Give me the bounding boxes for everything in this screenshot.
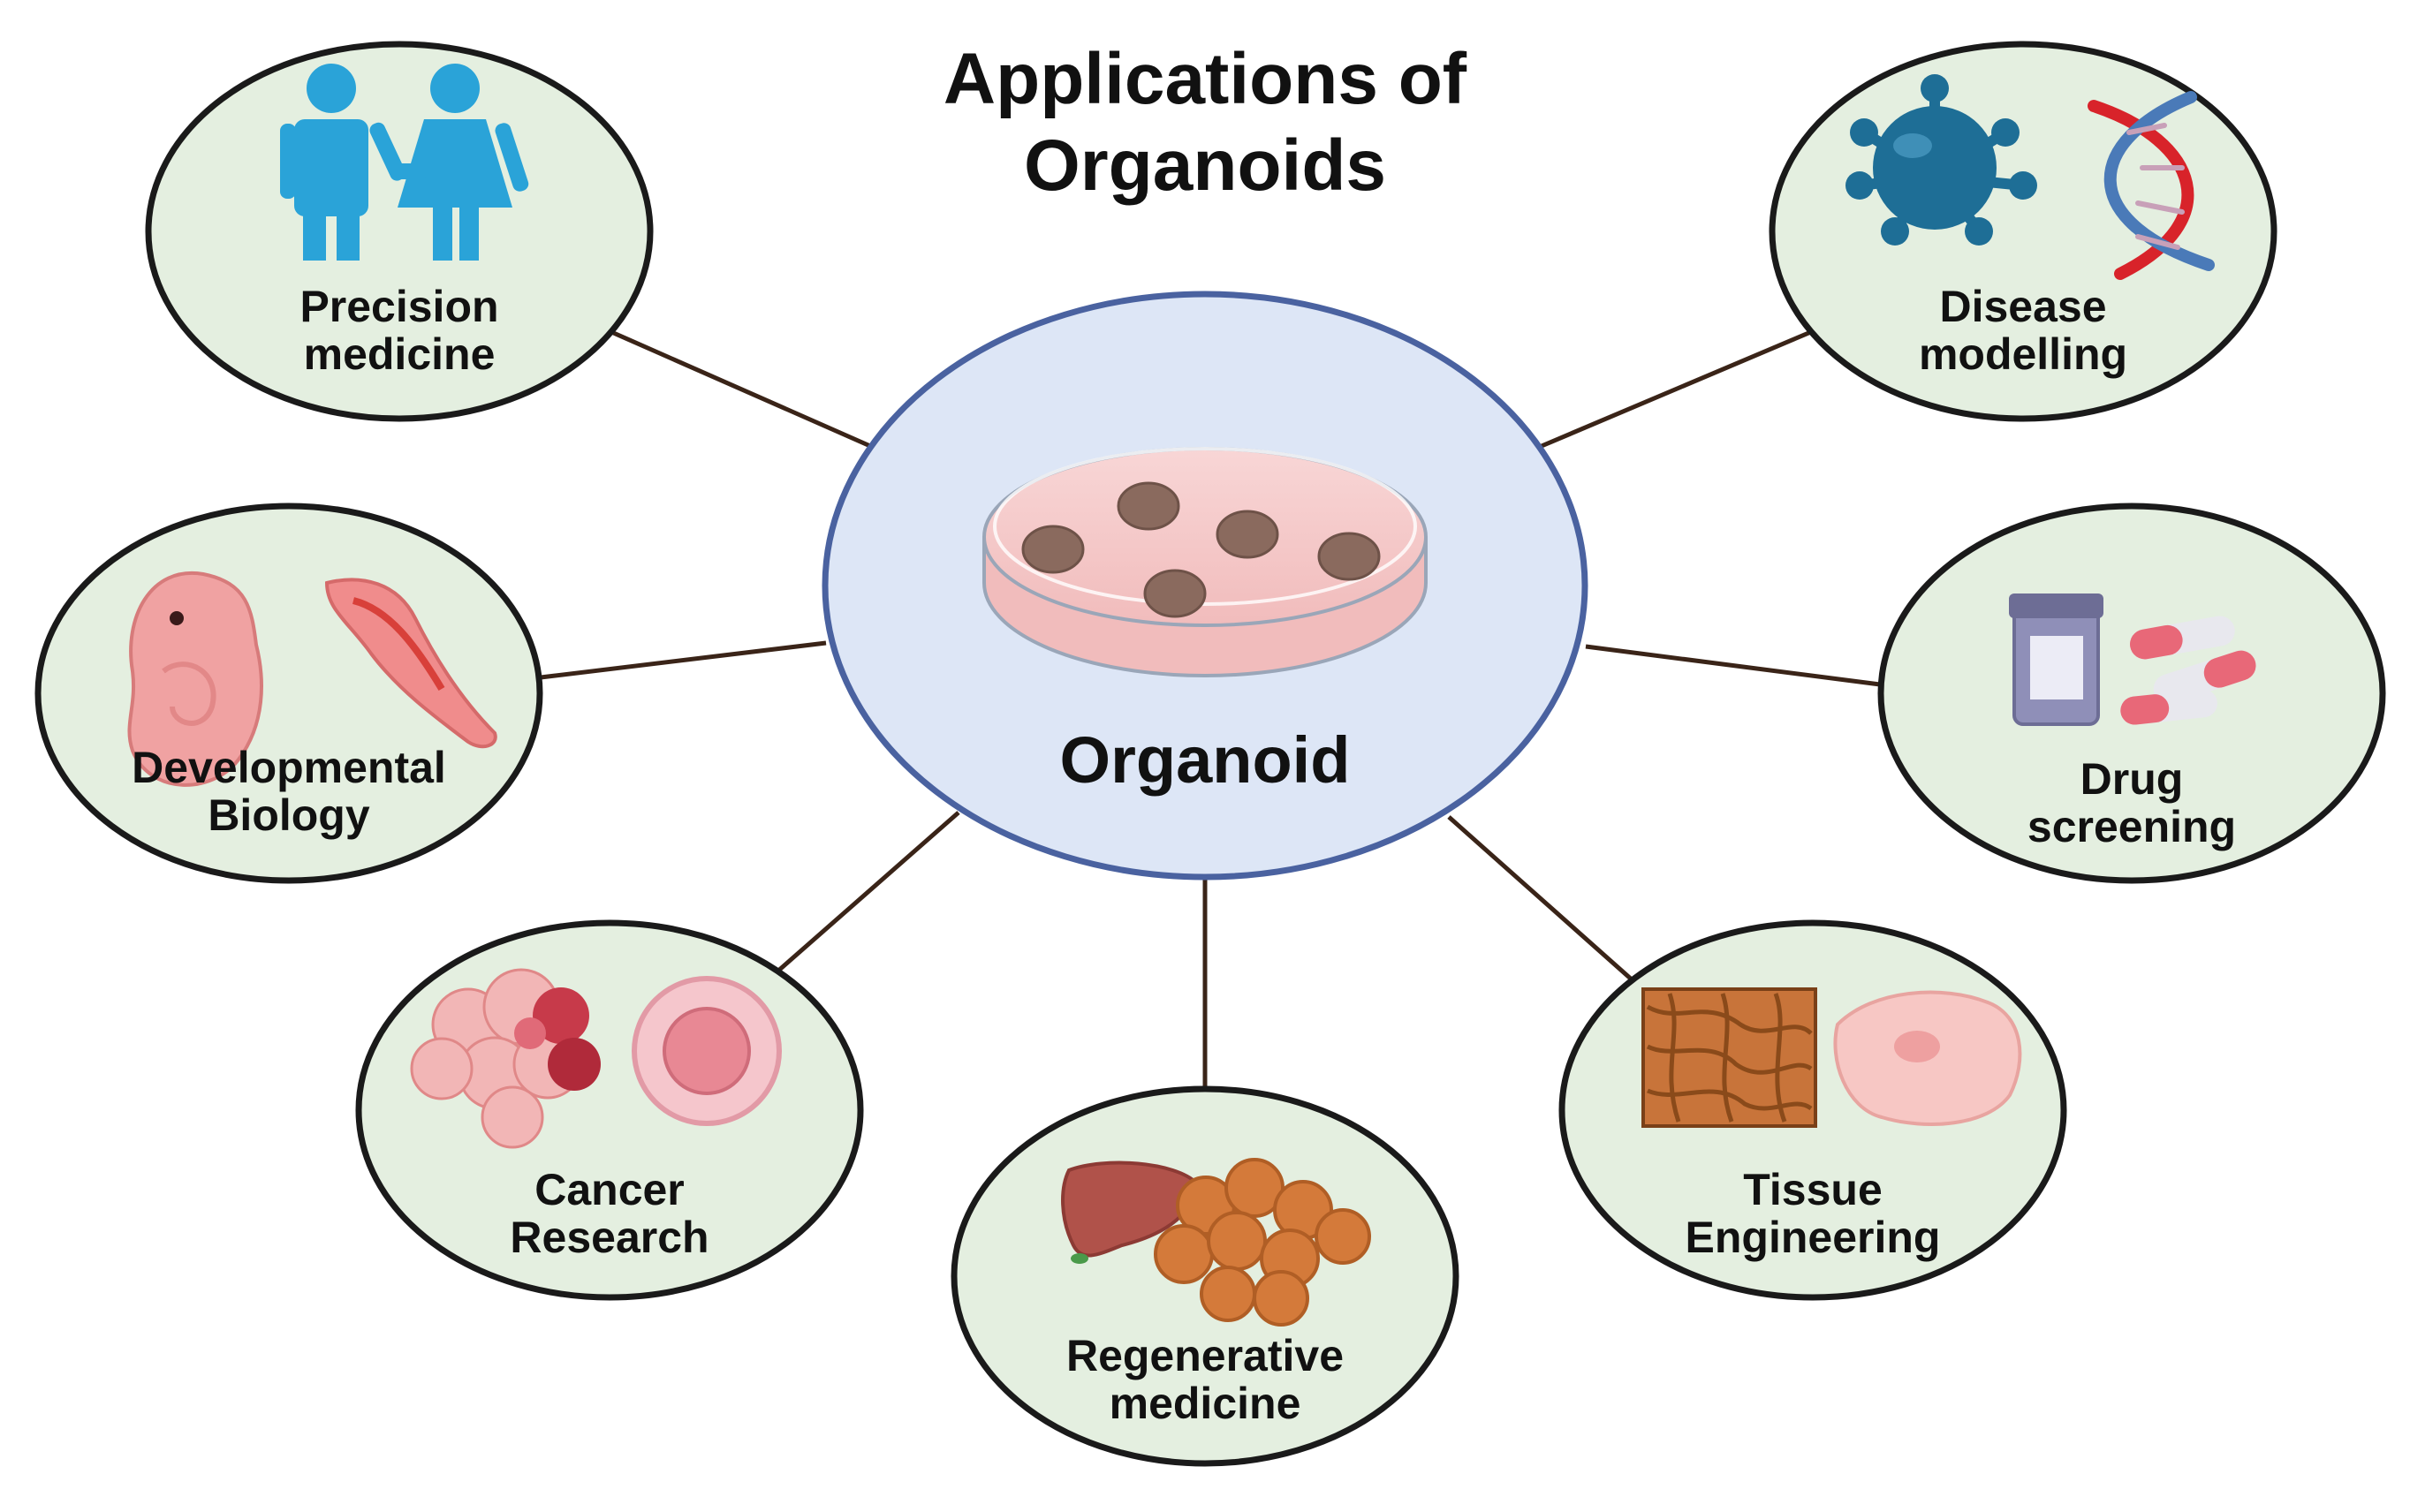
label-precision-medicine: Precision medicine	[196, 283, 602, 378]
label-line: Disease	[1939, 282, 2107, 331]
connector-disease-modelling	[1541, 329, 1814, 449]
diagram-title-line-1: Applications of	[943, 39, 1467, 119]
label-tissue-engineering: Tissue Engineering	[1610, 1166, 2016, 1261]
label-cancer-research: Cancer Research	[406, 1166, 813, 1261]
label-line: Drug	[2080, 754, 2184, 804]
label-line: screening	[2027, 802, 2237, 851]
label-regenerative-medicine: Regenerative medicine	[1002, 1332, 1408, 1427]
scaffold-icon	[1641, 987, 1817, 1128]
cell-icon	[1833, 990, 2022, 1126]
label-line: Research	[510, 1213, 709, 1262]
label-line: Engineering	[1685, 1213, 1941, 1262]
label-line: modelling	[1918, 329, 2128, 379]
embryo-icon	[127, 571, 263, 787]
label-disease-modelling: Disease modelling	[1820, 283, 2226, 378]
pills-icon	[2120, 616, 2256, 725]
connector-drug-screening	[1585, 644, 1881, 687]
petri-dish-icon	[982, 447, 1428, 677]
medicine-bottle-icon	[2009, 593, 2103, 726]
node-drug-screening	[1877, 503, 2386, 884]
virus-icon	[1845, 74, 2037, 246]
dna-icon	[2088, 91, 2215, 280]
label-line: Developmental	[132, 743, 446, 792]
label-line: Biology	[208, 790, 370, 840]
label-drug-screening: Drug screening	[1929, 755, 2335, 850]
label-line: medicine	[303, 329, 496, 379]
connector-precision-medicine	[608, 329, 872, 449]
tumor-cluster-icon	[410, 968, 601, 1149]
label-developmental-biology: Developmental Biology	[86, 744, 492, 839]
center-label: Organoid	[1059, 723, 1351, 797]
node-precision-medicine	[145, 41, 654, 422]
hepatocytes-icon	[1154, 1158, 1371, 1327]
label-line: medicine	[1109, 1379, 1301, 1428]
neural-tube-icon	[324, 578, 497, 749]
label-line: Tissue	[1743, 1165, 1883, 1214]
liver-icon	[1061, 1160, 1200, 1264]
center-node	[822, 291, 1588, 881]
people-icon	[280, 64, 529, 261]
connector-cancer-research	[776, 811, 960, 973]
label-line: Precision	[299, 282, 499, 331]
connectors	[540, 329, 1881, 1091]
label-line: Cancer	[534, 1165, 685, 1214]
connector-tissue-engineering	[1447, 815, 1634, 982]
connector-developmental-biology	[540, 640, 827, 680]
cancer-cell-icon	[632, 976, 782, 1126]
diagram-title-line-2: Organoids	[1023, 125, 1387, 206]
label-line: Regenerative	[1065, 1331, 1345, 1380]
